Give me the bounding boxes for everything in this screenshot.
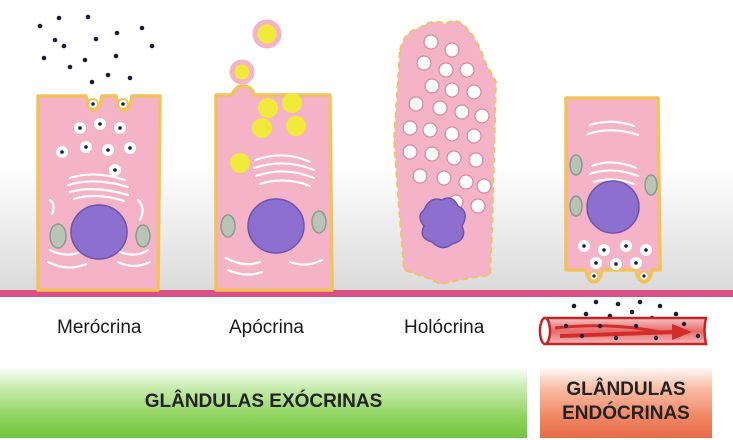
endocrine-glands-banner: GLÂNDULAS ENDÓCRINAS bbox=[540, 366, 712, 438]
endocrine-banner-line1: GLÂNDULAS bbox=[566, 379, 686, 400]
apocrine-vesicles bbox=[230, 93, 306, 173]
label-holocrina: Holócrina bbox=[404, 317, 485, 338]
endocrine-banner-line2: ENDÓCRINAS bbox=[562, 403, 690, 424]
apocrine-nucleus bbox=[247, 198, 305, 254]
endocrine-mitochondrion bbox=[569, 195, 583, 217]
merocrine-golgi bbox=[46, 173, 152, 269]
apocrine-mitochondrion bbox=[311, 210, 327, 234]
merocrine-secretion-dots bbox=[37, 14, 155, 85]
merocrine-nucleus bbox=[70, 204, 128, 260]
label-merocrina: Merócrina bbox=[57, 317, 142, 338]
endocrine-golgi bbox=[586, 120, 640, 186]
apocrine-budding-vesicle bbox=[229, 59, 255, 85]
exocrine-glands-banner: GLÂNDULAS EXÓCRINAS bbox=[0, 366, 527, 438]
merocrine-mitochondrion bbox=[49, 223, 67, 249]
apocrine-mitochondrion bbox=[220, 214, 236, 238]
blood-hormone-dots bbox=[563, 321, 701, 341]
endocrine-mitochondrion bbox=[569, 154, 583, 176]
apocrine-released-vesicle bbox=[252, 19, 282, 49]
apocrine-golgi bbox=[224, 154, 324, 276]
endocrine-mitochondrion bbox=[644, 174, 658, 196]
bloodflow-arrow-icon bbox=[672, 324, 692, 340]
basement-membrane bbox=[0, 290, 733, 297]
exocrine-banner-text: GLÂNDULAS EXÓCRINAS bbox=[144, 391, 383, 412]
holocrine-cell bbox=[393, 20, 497, 285]
merocrine-cell bbox=[36, 14, 162, 292]
endocrine-vesicles bbox=[578, 240, 652, 282]
label-apocrina: Apócrina bbox=[229, 317, 304, 338]
merocrine-mitochondrion bbox=[135, 224, 151, 248]
holocrine-vesicles bbox=[402, 34, 492, 214]
endocrine-nucleus bbox=[586, 180, 640, 234]
merocrine-vesicles bbox=[56, 98, 136, 176]
endocrine-cell bbox=[564, 96, 679, 321]
blood-vessel bbox=[538, 316, 708, 346]
holocrine-nucleus bbox=[419, 197, 466, 249]
apocrine-cell bbox=[214, 19, 334, 292]
